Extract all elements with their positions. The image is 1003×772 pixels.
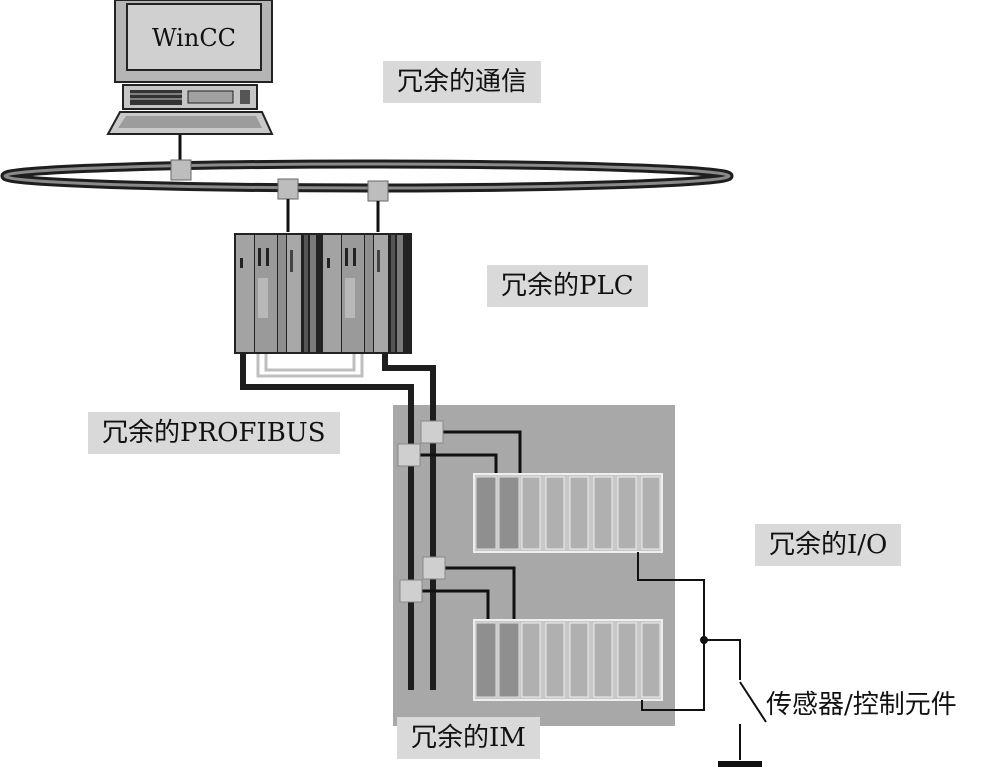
label-redundant-communication: 冗余的通信 [383, 61, 542, 103]
wincc-screen-text: WinCC [152, 24, 236, 52]
io-rack-lower [473, 619, 663, 701]
label-redundant-io: 冗余的I/O [755, 524, 902, 566]
bus-connector [422, 556, 446, 580]
junction-dot [700, 636, 708, 644]
label-redundant-plc: 冗余的PLC [487, 265, 648, 307]
bus-connector [399, 579, 423, 603]
bus-connector [420, 420, 444, 444]
ring-node-pc [170, 159, 192, 181]
redundant-plc-rack [234, 233, 412, 354]
label-redundant-im: 冗余的IM [397, 717, 540, 759]
wincc-computer: WinCC [106, 0, 274, 160]
plc-sync-cables [256, 354, 364, 378]
im-bus-connections [419, 430, 522, 622]
ring-node-plc1 [277, 178, 299, 200]
io-rack-upper [473, 473, 663, 553]
redundant-ring-network [0, 159, 734, 232]
ring-node-plc2 [367, 180, 389, 202]
label-sensor-actuator: 传感器/控制元件 [766, 690, 957, 720]
bus-connector [397, 443, 421, 467]
label-redundant-profibus: 冗余的PROFIBUS [88, 412, 340, 454]
sensor-wiring [637, 552, 767, 767]
